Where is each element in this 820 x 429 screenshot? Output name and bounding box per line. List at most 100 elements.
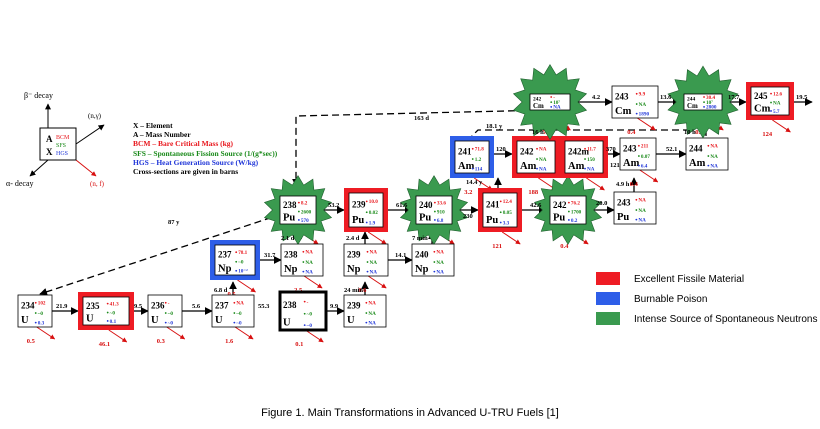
element-symbol: U [21,315,29,326]
sfs-value: 150 [587,157,595,163]
label-am243-am244: 52.1 [666,146,677,153]
hgs-value: 6.4 [641,163,648,169]
bcm-bullet [433,201,436,204]
bcm-value: NA [710,144,718,150]
label-np238-pu238: 2.1 d [281,235,295,242]
bcm-bullet [567,201,570,204]
sfs-bullet [302,261,305,263]
sfs-bullet [637,155,640,157]
hgs-value: 0.3 [38,320,45,326]
hgs-value: NA [587,166,595,172]
element-symbol: Pu [553,213,565,224]
element-symbol: Np [218,263,232,274]
hgs-bullet [433,219,436,221]
label-am241-am242: 120 [496,146,506,153]
nf-label: (n, f) [90,180,105,188]
sfs-bullet [550,101,553,104]
fission-arrow [305,329,324,343]
mass-number: 243 [623,143,637,153]
alpha-link-pu238-u234 [39,213,283,296]
bcm-value: 8.2 [301,200,308,206]
bcm-bullet [703,96,705,98]
element-symbol: Cm [687,102,698,110]
label-u238-u239: 55.3 [258,303,270,310]
key-line-bcm: BCM – Bare Critical Mass (kg) [133,139,234,148]
key-line-sfs: SFS – Spontaneous Fission Source (1/(g*s… [133,149,278,158]
sfs-value: 0.02 [369,210,378,216]
element-symbol: Cm [615,106,632,117]
hgs-bullet [536,167,538,170]
sfs-bullet [536,158,538,160]
bcm-bullet [366,250,369,253]
element-symbol: Pu [352,215,364,226]
element-symbol: U [215,315,223,326]
label-u236-u237: 5.6 [192,303,201,310]
sfs-value: 10⁷ [706,100,713,106]
sfs-bullet [365,211,368,214]
hgs-bullet [365,221,368,224]
bcm-bullet [499,200,502,203]
hgs-bullet [366,270,369,273]
hgs-value: 3.3 [503,220,510,226]
mass-number: 244 [689,143,703,153]
mass-number: 236 [151,300,165,310]
hgs-bullet [302,270,305,273]
label-pu238-u234: 87 y [168,219,180,226]
fission-xs-label: 0.6 [358,287,367,294]
label-cm242-cm243: 4.2 [592,94,600,101]
legend-label-fissile: Excellent Fissile Material [634,274,744,285]
bcm-value: - [168,301,170,307]
mass-number: 235 [86,301,100,311]
sfs-bullet [303,312,306,315]
sfs-value: 910 [437,209,445,215]
label-pu242-pu243: 20.0 [596,200,607,207]
hgs-value: ~0 [168,320,174,326]
key-box [39,127,77,161]
label-pu241-am241: 14.4 y [466,179,483,186]
label-am244-cm244: 10 h [684,129,696,136]
nuclide-box [348,192,384,228]
hgs-value: ~0 [236,320,242,326]
bcm-value: NA [539,147,547,153]
label-np237-np238: 31.7 [264,252,276,259]
mass-number: 242m [568,146,590,156]
nuclide-box [516,140,556,174]
bcm-value: 33.6 [437,200,446,206]
bcm-value: NA [436,250,444,256]
hgs-value: NA [539,166,547,172]
hgs-bullet [703,106,705,108]
figure-caption: Figure 1. Main Transformations in Advanc… [261,407,559,419]
hgs-value: NA [368,320,376,326]
mass-number: 238 [283,300,297,310]
legend-swatch-fissile [596,272,620,285]
bcm-value: 11.7 [587,147,596,153]
sfs-bullet [499,211,502,214]
label-pu241-pu242: 42.6 [530,202,542,209]
key-panel: β⁻ decay α- decay (n,γ) (n, f) A X BCM S… [6,91,278,188]
key-sfs: SFS [56,143,66,149]
sfs-value: NA [639,102,647,108]
sfs-value: 2600 [301,209,312,215]
bcm-bullet [297,201,300,204]
bcm-bullet [536,147,538,150]
mass-number: 239 [352,199,366,209]
bcm-value: 10.0 [369,199,378,205]
bcm-value: 12.4 [503,199,512,205]
sfs-value: NA [370,260,378,266]
mass-number: 239 [347,300,361,310]
label-u234-u235: 21.9 [56,303,68,310]
bcm-value: NA [370,250,378,256]
hgs-bullet [637,164,640,167]
